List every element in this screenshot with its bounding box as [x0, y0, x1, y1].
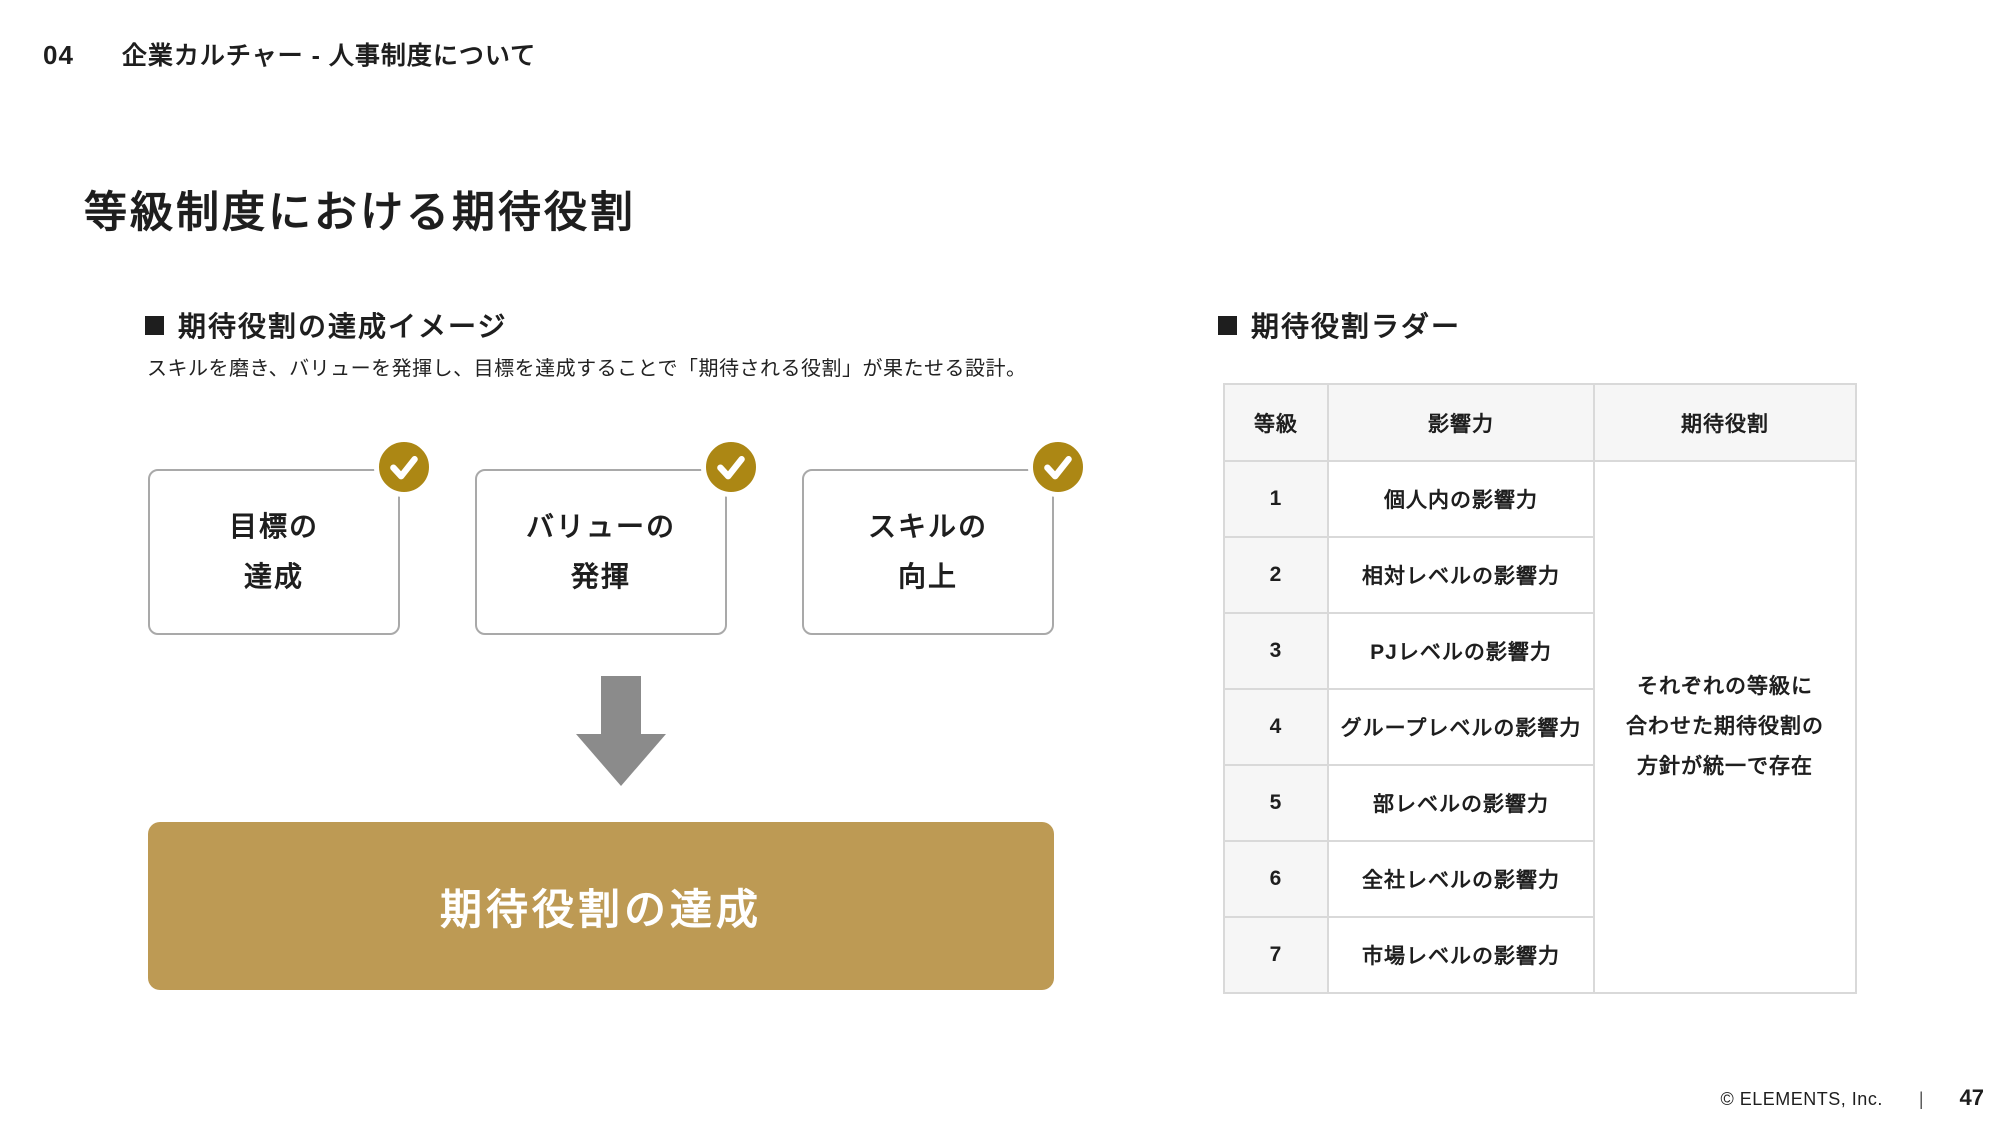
check-badge [1028, 437, 1088, 497]
check-icon [390, 456, 418, 480]
goal-box-label: スキルの 向上 [867, 510, 988, 592]
table-row: 2 相対レベルの影響力 [1223, 536, 1856, 614]
influence-cell: 個人内の影響力 [1327, 460, 1595, 538]
right-section-heading: 期待役割ラダー [1218, 305, 1461, 345]
influence-cell: 全社レベルの影響力 [1327, 840, 1595, 918]
grade-cell: 7 [1223, 916, 1329, 994]
table-row: 4 グループレベルの影響力 [1223, 688, 1856, 766]
influence-cell: 相対レベルの影響力 [1327, 536, 1595, 614]
grade-cell: 1 [1223, 460, 1329, 538]
grade-cell: 4 [1223, 688, 1329, 766]
page-header: 04 企業カルチャー - 人事制度について [43, 36, 536, 72]
check-icon [717, 456, 745, 480]
expected-role-note: それぞれの等級に 合わせた期待役割の 方針が統一で存在 [1593, 460, 1857, 994]
arrow-shaft [601, 676, 641, 734]
copyright-text: © ELEMENTS, Inc. [1720, 1089, 1883, 1109]
column-header-influence: 影響力 [1327, 383, 1595, 462]
goal-box-label: 目標の 達成 [228, 510, 319, 592]
grade-cell: 3 [1223, 612, 1329, 690]
left-section-heading: 期待役割の達成イメージ [145, 305, 507, 345]
influence-cell: グループレベルの影響力 [1327, 688, 1595, 766]
breadcrumb: 企業カルチャー - 人事制度について [121, 42, 537, 70]
goal-boxes: 目標の 達成 バリューの 発揮 スキルの 向上 [148, 437, 1088, 635]
table-row: 3 PJレベルの影響力 [1223, 612, 1856, 690]
influence-cell: 市場レベルの影響力 [1327, 916, 1595, 994]
goal-box-value: バリューの 発揮 [475, 437, 761, 635]
grade-cell: 6 [1223, 840, 1329, 918]
influence-cell: 部レベルの影響力 [1327, 764, 1595, 842]
square-bullet-icon [1218, 315, 1237, 335]
result-banner: 期待役割の達成 [148, 822, 1054, 990]
check-badge [701, 437, 761, 497]
goal-box-skill: スキルの 向上 [802, 437, 1088, 635]
square-bullet-icon [145, 315, 164, 335]
result-banner-label: 期待役割の達成 [439, 885, 762, 933]
goal-box-label: バリューの 発揮 [525, 510, 676, 592]
grade-cell: 2 [1223, 536, 1329, 614]
grade-cell: 5 [1223, 764, 1329, 842]
table-row: 5 部レベルの影響力 [1223, 764, 1856, 842]
footer: © ELEMENTS, Inc. | 47 [1721, 1085, 1984, 1111]
down-arrow-icon [576, 676, 666, 786]
table-row: 1 個人内の影響力 それぞれの等級に 合わせた期待役割の 方針が統一で存在 [1223, 460, 1857, 994]
table-row: 6 全社レベルの影響力 [1223, 840, 1856, 918]
goal-box-objective: 目標の 達成 [148, 437, 434, 635]
influence-cell: PJレベルの影響力 [1327, 612, 1595, 690]
right-section-heading-label: 期待役割ラダー [1251, 311, 1462, 342]
page-title: 等級制度における期待役割 [84, 189, 636, 237]
footer-divider: | [1918, 1089, 1924, 1109]
table-header-row: 等級 影響力 期待役割 [1223, 383, 1857, 462]
check-icon [1044, 456, 1072, 480]
left-section-heading-label: 期待役割の達成イメージ [178, 311, 508, 342]
arrow-head [576, 734, 666, 786]
grade-ladder-table: 等級 影響力 期待役割 1 個人内の影響力 それぞれの等級に 合わせた期待役割の… [1223, 383, 1857, 994]
left-section-subtitle: スキルを磨き、バリューを発揮し、目標を達成することで「期待される役割」が果たせる… [147, 358, 1027, 380]
page-number: 47 [1959, 1085, 1984, 1110]
column-header-role: 期待役割 [1593, 383, 1857, 462]
section-number: 04 [43, 40, 74, 70]
column-header-grade: 等級 [1223, 383, 1329, 462]
table-row: 7 市場レベルの影響力 [1223, 916, 1856, 994]
check-badge [374, 437, 434, 497]
